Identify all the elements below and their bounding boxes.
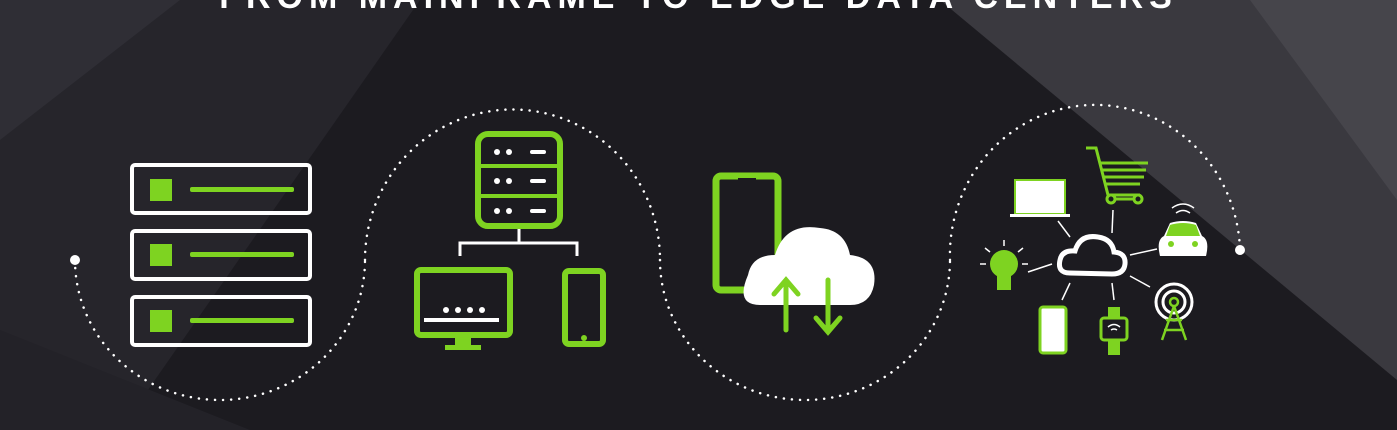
iot-cloud-icon	[980, 146, 1208, 355]
timeline-start-dot	[70, 255, 80, 265]
dotted-timeline	[73, 103, 1242, 402]
server-rack-icon	[130, 163, 312, 347]
server-network-icon	[414, 131, 606, 350]
page-title: FROM MAINFRAME TO EDGE DATA CENTERS	[0, 0, 1397, 17]
timeline-end-dot	[1235, 245, 1245, 255]
cloud-sync-icon	[712, 172, 875, 336]
